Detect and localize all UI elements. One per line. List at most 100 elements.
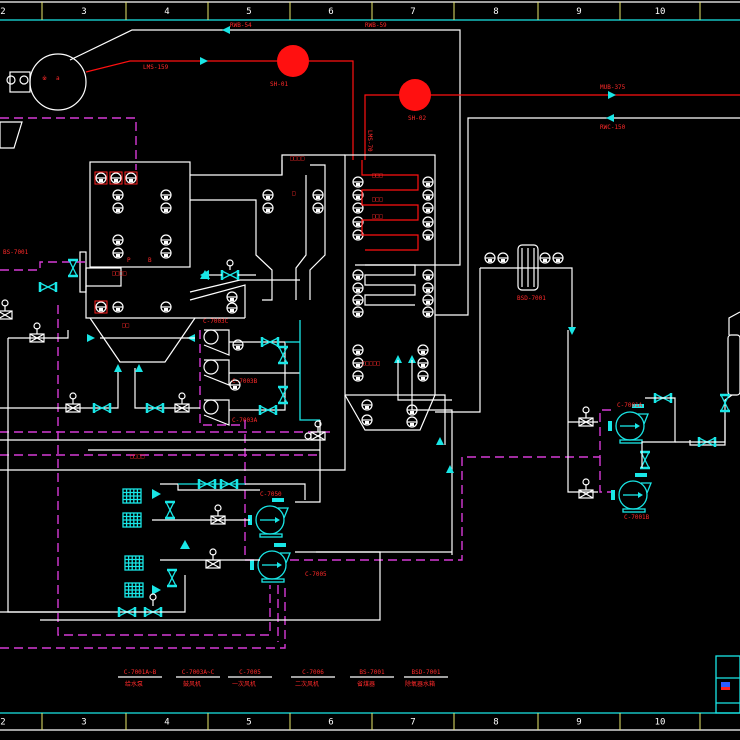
instrument-bubble-icon <box>94 171 108 185</box>
main-steam-line: LMS-159 SH-01 RWB-54 RWB-59 SH-02 MUB-37… <box>85 22 740 160</box>
legend-tag: BSD-7001 <box>412 669 441 676</box>
legend-entry: C-7001A~B 给水泵 <box>118 669 162 688</box>
damper-valve-icon <box>38 281 58 293</box>
pump-lower-tag: C-7005 <box>305 571 327 578</box>
grid-column-label: 8 <box>493 718 498 728</box>
damper-icon <box>578 478 594 499</box>
line-tag-steam-right: MUB-375 <box>600 84 626 91</box>
filter-screen-icon <box>124 555 144 571</box>
instrument-bubble-icon <box>422 176 434 188</box>
pump-right-top-tag: C-7001A <box>617 402 643 409</box>
gauge-icon <box>19 75 29 85</box>
legend-entry: C-7005 一次风机 <box>228 669 272 688</box>
instrument-bubble-icon <box>352 306 364 318</box>
grid-column-label: 7 <box>410 7 415 17</box>
steam-drum: ※ a <box>6 53 87 111</box>
line-tag-steam-left: LMS-159 <box>143 64 169 71</box>
grid-column-label: 10 <box>655 718 666 728</box>
pump-c7005 <box>250 543 291 583</box>
damper-icon <box>210 504 226 525</box>
instrument-bubble-icon <box>352 269 364 281</box>
forced-draft-fans: C-7003C C-7003B C-7003A <box>203 318 320 426</box>
grid-column-label: 2 <box>0 718 5 728</box>
legend-tag: C-7001A~B <box>124 669 157 676</box>
grid-column-label: 5 <box>246 7 251 17</box>
hopper-left <box>0 121 23 149</box>
boiler-furnace: □□□□ □ □□ □□□□ P B <box>0 121 564 428</box>
instrument-bubble-icon <box>312 202 324 214</box>
instrument-bubble-icon <box>422 306 434 318</box>
instrument-bubble-icon <box>112 189 124 201</box>
air-preheater-label: □□□□□ <box>362 360 380 367</box>
furnace-vertical-label: □ <box>292 190 296 197</box>
instrument-bubble-icon <box>160 301 172 313</box>
instrument-bubble-icon <box>352 176 364 188</box>
pump-upper-tag: C-7050 <box>260 491 282 498</box>
superheater-label: □□□ <box>372 172 383 179</box>
superheater-coil <box>361 160 419 251</box>
instrument-bubble-icon <box>352 282 364 294</box>
company-logo-icon <box>721 682 730 687</box>
vent-valve-icon <box>67 258 79 278</box>
flow-arrow-icon <box>446 465 454 473</box>
line-tag-top-return: RWB-54 <box>230 22 252 29</box>
instrument-bubble-icon <box>417 344 429 356</box>
superheater-label-2: □□□ <box>372 196 383 203</box>
instrument-bubble-icon <box>112 301 124 313</box>
filter-screen-icon <box>122 488 142 504</box>
gate-valve-icon <box>166 568 178 588</box>
instrument-bubble-icon <box>112 202 124 214</box>
flow-arrow-icon <box>408 355 416 363</box>
grid-column-label: 8 <box>493 7 498 17</box>
instrument-bubble-icon <box>422 216 434 228</box>
instrument-bubble-icon <box>352 189 364 201</box>
legend-tag: BS-7001 <box>359 669 385 676</box>
legend-tag: C-7003A~C <box>182 669 215 676</box>
flow-arrow-icon <box>608 91 616 99</box>
furnace-label: □□□□ <box>290 155 305 162</box>
drum-mark-left: ※ <box>42 75 47 82</box>
grid-column-label: 6 <box>328 718 333 728</box>
flow-arrow-icon <box>436 437 444 445</box>
instrument-bubble-icon <box>262 202 274 214</box>
fire-mark-left: P <box>127 257 131 264</box>
title-block <box>715 655 740 714</box>
instrument-bubble-icon <box>406 416 418 428</box>
flow-arrow-icon <box>200 57 208 65</box>
grid-column-label: 10 <box>655 7 666 17</box>
gate-valve-icon <box>92 402 112 414</box>
instrument-bubble-icon <box>112 234 124 246</box>
instrument-bubble-icon <box>361 399 373 411</box>
gate-valve-icon <box>260 336 280 348</box>
flow-arrow-icon <box>87 334 95 342</box>
line-tag-vertical-steam: LMS-70 <box>366 130 373 152</box>
primary-air-system <box>0 330 320 613</box>
secondary-air-label: □□□□ <box>112 270 127 277</box>
instrument-bubble-icon <box>484 252 496 264</box>
pump-c7001b <box>611 473 652 513</box>
fan-c7003c: C-7003C <box>203 318 230 356</box>
gate-valve-icon <box>164 500 176 520</box>
legend-desc: 除氧器水箱 <box>405 680 435 688</box>
equipment-legend: C-7001A~B给水泵C-7003A~C鼓风机C-7005一次风机C-7006… <box>118 669 448 688</box>
instrument-bubble-icon <box>422 269 434 281</box>
pump-right-bot-tag: C-7001B <box>624 514 650 521</box>
instrument-bubble-icon <box>422 202 434 214</box>
instrument-bubble-icon <box>352 344 364 356</box>
damper-icon <box>205 548 221 569</box>
legend-desc: 给水泵 <box>125 680 143 688</box>
drum-mark-right: a <box>56 75 60 82</box>
damper-icon <box>174 392 190 413</box>
instrument-bubble-icon <box>229 379 241 391</box>
flow-arrow-icon <box>200 270 209 280</box>
instrument-bubble-icon <box>422 294 434 306</box>
legend-tag: C-7005 <box>239 669 261 676</box>
lower-piping <box>0 395 452 621</box>
legend-desc: 一次风机 <box>232 680 256 688</box>
instrument-bubble-icon <box>226 302 238 314</box>
instrument-bubble-icon <box>232 339 244 351</box>
